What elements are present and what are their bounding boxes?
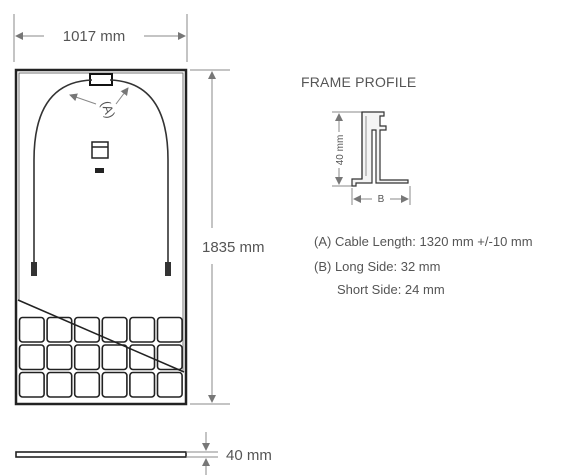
height-dimension: 1835 mm	[190, 69, 265, 405]
cable-right	[109, 79, 169, 268]
cutaway-line	[17, 299, 185, 373]
side-view: 40 mm	[15, 432, 272, 475]
profile-height-label: 40 mm	[335, 135, 346, 166]
barcode-sticker	[95, 168, 104, 173]
spec-notes: (A) Cable Length: 1320 mm +/-10 mm (B) L…	[314, 234, 533, 297]
solar-cell	[18, 344, 45, 371]
profile-shape	[351, 111, 409, 187]
solar-cell	[73, 371, 101, 398]
height-label: 1835 mm	[202, 239, 265, 256]
thickness-label: 40 mm	[226, 447, 272, 464]
connector-right	[165, 262, 171, 276]
solar-cell	[18, 371, 45, 398]
solar-cell	[18, 316, 45, 343]
frame-profile: FRAME PROFILE 40 mm B	[301, 74, 416, 205]
cable-pointer-right	[115, 87, 129, 105]
width-dimension: 1017 mm	[13, 14, 188, 62]
note-short-side: Short Side: 24 mm	[337, 282, 445, 297]
frame-profile-title: FRAME PROFILE	[301, 74, 416, 90]
solar-cell	[46, 371, 73, 398]
junction-box	[89, 73, 113, 86]
solar-cell	[156, 371, 183, 398]
panel-back-view: (A)	[14, 68, 188, 406]
note-cable-length: (A) Cable Length: 1320 mm +/-10 mm	[314, 234, 533, 249]
solar-cell	[46, 344, 73, 371]
note-long-side: (B) Long Side: 32 mm	[314, 259, 440, 274]
width-label: 1017 mm	[63, 28, 126, 45]
product-label	[91, 141, 109, 159]
solar-cell	[156, 316, 183, 343]
solar-cell	[101, 344, 128, 371]
solar-cell	[101, 371, 128, 398]
solar-cell	[73, 344, 101, 371]
solar-cell	[129, 316, 156, 343]
cable-left	[33, 79, 93, 268]
connector-left	[31, 262, 37, 276]
profile-width-label: B	[378, 194, 385, 205]
solar-cell	[129, 371, 156, 398]
cable-label: (A)	[98, 99, 118, 120]
cable-pointer-left	[69, 93, 97, 105]
